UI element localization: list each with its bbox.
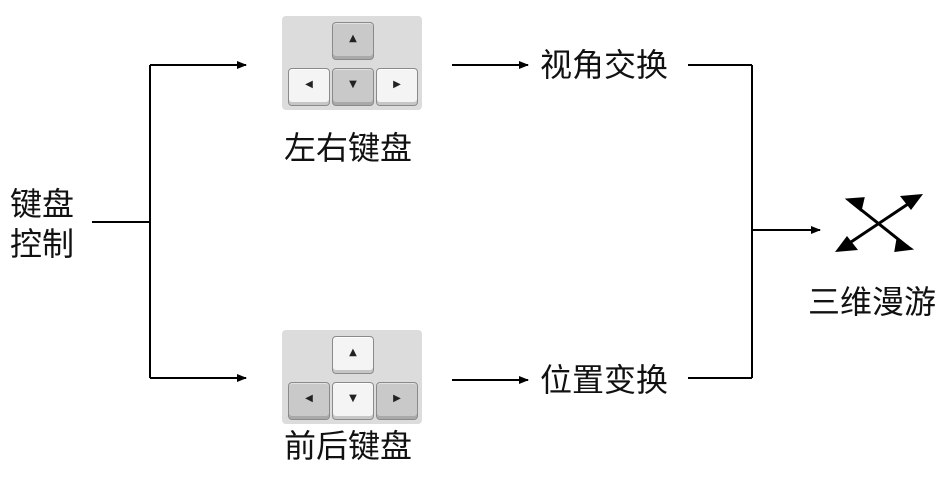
top-keyboard-label: 左右键盘 <box>284 129 413 167</box>
key-down: ▼ <box>332 68 374 106</box>
input-label-line1: 键盘 <box>10 185 75 223</box>
bottom-keyboard-label: 前后键盘 <box>284 427 413 465</box>
left-right-keyboard-icon: ▲ ◀ ▼ ▶ <box>282 16 422 110</box>
top-result-label: 视角交换 <box>540 46 669 84</box>
key-left: ◀ <box>288 68 330 106</box>
key-right: ▶ <box>376 68 418 106</box>
output-label: 三维漫游 <box>808 283 937 321</box>
front-back-keyboard-icon: ▲ ◀ ▼ ▶ <box>282 330 422 424</box>
bottom-result-label: 位置变换 <box>540 361 669 399</box>
key-up: ▲ <box>332 336 374 374</box>
key-up: ▲ <box>332 22 374 60</box>
key-right: ▶ <box>376 382 418 420</box>
input-label-line2: 控制 <box>10 225 75 263</box>
key-down: ▼ <box>332 382 374 420</box>
key-left: ◀ <box>288 382 330 420</box>
